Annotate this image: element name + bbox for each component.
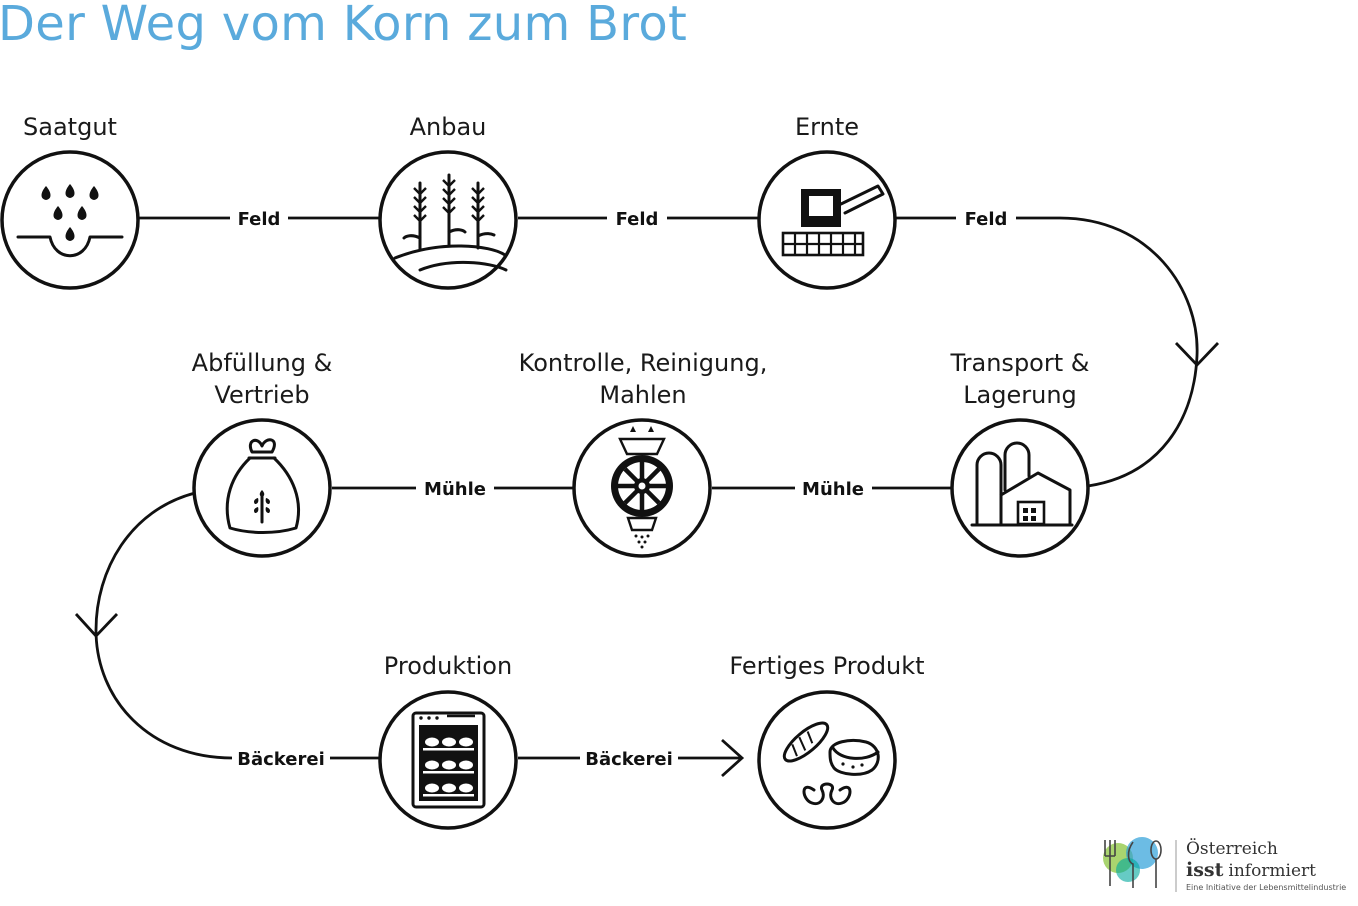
- connector-label: Mühle: [424, 479, 486, 500]
- arrowhead-down-icon: [1174, 342, 1220, 368]
- station-title-transport-line2: Lagerung: [963, 381, 1077, 409]
- connector-curve-right: [1059, 216, 1199, 488]
- station-title-abfuellung-line2: Vertrieb: [214, 381, 309, 409]
- connector-label: Bäckerei: [585, 749, 673, 770]
- connector-label: Bäckerei: [237, 749, 325, 770]
- arrowhead-right-icon: [721, 738, 745, 778]
- fork-icon: [1104, 840, 1116, 886]
- logo-tagline: Eine Initiative der Lebensmittelindustri…: [1186, 883, 1346, 892]
- bread-pretzel-icon: [757, 690, 897, 830]
- knife-icon: [1127, 841, 1134, 888]
- station-title-transport: Transport &: [950, 349, 1090, 377]
- station-title-abfuellung: Abfüllung &: [192, 349, 333, 377]
- station-title-saatgut: Saatgut: [23, 113, 117, 141]
- station-title-ernte: Ernte: [795, 113, 859, 141]
- connector-curve-left: [94, 491, 233, 760]
- station-title-fertig: Fertiges Produkt: [729, 652, 924, 680]
- page-title: Der Weg vom Korn zum Brot: [0, 0, 688, 52]
- logo-line1: Österreich: [1186, 838, 1278, 859]
- arrowhead-down-icon: [74, 613, 119, 639]
- flour-sack-icon: [192, 418, 332, 558]
- logo-blob: [1116, 858, 1140, 882]
- connector-label: Mühle: [802, 479, 864, 500]
- combine-harvester-icon: [757, 150, 897, 290]
- station-title-kontrolle-line2: Mahlen: [599, 381, 686, 409]
- station-title-anbau: Anbau: [410, 113, 487, 141]
- station-title-kontrolle: Kontrolle, Reinigung,: [519, 349, 768, 377]
- connector-label: Feld: [965, 209, 1008, 230]
- seed-icon: [0, 150, 140, 290]
- mill-wheel-icon: [572, 418, 712, 558]
- connector-label: Feld: [616, 209, 659, 230]
- silo-warehouse-icon: [950, 418, 1090, 558]
- wheat-field-icon: [378, 150, 518, 290]
- station-title-produktion: Produktion: [384, 652, 512, 680]
- connector-label: Feld: [238, 209, 281, 230]
- oven-icon: [378, 690, 518, 830]
